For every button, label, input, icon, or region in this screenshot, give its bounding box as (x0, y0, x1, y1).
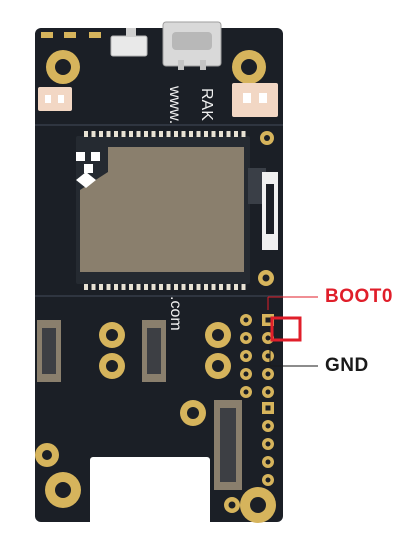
mount-hole-top-left-inner (55, 59, 71, 75)
module-pin (129, 131, 133, 137)
module-pin (151, 131, 156, 137)
module-pin (99, 284, 103, 290)
silkscreen-brand: RAK (198, 88, 215, 121)
module-shield (80, 147, 244, 272)
module-pin (99, 131, 103, 137)
module-pin (219, 131, 223, 137)
module-pin (84, 131, 88, 137)
silkscreen-suffix: .com (167, 296, 184, 331)
header-pin-hole (243, 317, 249, 323)
jst-pin (45, 95, 51, 103)
module-pin (136, 284, 141, 290)
module-pin (174, 284, 178, 290)
power-switch (110, 35, 148, 57)
module-pin (159, 284, 163, 290)
b2b-connector-left (37, 320, 61, 382)
jst-connector-right (232, 83, 278, 117)
module-pins-bottom (84, 284, 246, 290)
module-pin (241, 131, 246, 137)
module-pin (91, 131, 96, 137)
usb-pin (200, 60, 206, 70)
boot0-label: BOOT0 (325, 286, 393, 307)
module-pin (189, 284, 193, 290)
antenna-chip (248, 168, 266, 204)
qr-marker (76, 152, 85, 161)
header-pin-hole (243, 335, 249, 341)
module-pin (144, 131, 148, 137)
module-pin (234, 284, 238, 290)
module-pin (196, 131, 201, 137)
header-pin-hole (265, 423, 271, 429)
module-pin (166, 284, 171, 290)
module-pin (121, 131, 126, 137)
module-pin (174, 131, 178, 137)
module-pin (189, 131, 193, 137)
via-mid-right-inner (262, 274, 270, 282)
module-pin (181, 131, 186, 137)
board-cutout (90, 457, 210, 527)
b2b-connector-mid (142, 320, 166, 382)
header-pins (240, 314, 274, 486)
module-pin (211, 131, 216, 137)
module-pin (204, 131, 208, 137)
module-pin (219, 284, 223, 290)
jst-pin (243, 93, 251, 103)
module-pin (226, 131, 231, 137)
module-pin (181, 284, 186, 290)
header-pin-hole (265, 371, 271, 377)
header-pin-hole (265, 459, 271, 465)
header-pin-hole (265, 477, 271, 483)
module-pin (151, 284, 156, 290)
header-pin-hole (243, 371, 249, 377)
module-pin (204, 284, 208, 290)
mount-hole-top-right-inner (241, 59, 257, 75)
led-1 (41, 32, 53, 38)
pin1-marker (76, 172, 96, 188)
header-pin-hole (265, 317, 271, 323)
module-pin (136, 131, 141, 137)
jst-pin (259, 93, 267, 103)
gnd-label: GND (325, 355, 369, 376)
qr-marker (84, 164, 93, 173)
module-pin (114, 131, 118, 137)
jst-pin (58, 95, 64, 103)
module-pin (166, 131, 171, 137)
switch-knob (126, 28, 136, 36)
boot0-jumper (270, 316, 302, 342)
header-pin-hole (265, 389, 271, 395)
header-pin-hole (265, 441, 271, 447)
module-pin (106, 131, 111, 137)
via-top-right-inner (264, 135, 270, 141)
jst-connector-left (38, 87, 72, 111)
header-pin-hole (265, 405, 271, 411)
module-pin (144, 284, 148, 290)
b2b-connector-lower (214, 400, 242, 490)
header-pin-hole (265, 335, 271, 341)
module-pin (91, 284, 96, 290)
module-pin (226, 284, 231, 290)
led-3 (89, 32, 101, 38)
qr-marker (91, 152, 100, 161)
module-pin (211, 284, 216, 290)
antenna-connector-inner (266, 184, 274, 234)
module-pin (129, 284, 133, 290)
silkscreen-prefix: www. (166, 85, 183, 124)
header-pin-hole (265, 353, 271, 359)
module-pin (121, 284, 126, 290)
led-2 (64, 32, 76, 38)
module-pins-top (84, 131, 246, 137)
module-pin (114, 284, 118, 290)
module-pin (196, 284, 201, 290)
module-pin (106, 284, 111, 290)
module-pin (159, 131, 163, 137)
header-pin-hole (243, 389, 249, 395)
header-pin-hole (243, 353, 249, 359)
usb-pin (178, 60, 184, 70)
module-pin (234, 131, 238, 137)
module-pin (84, 284, 88, 290)
module-pin (241, 284, 246, 290)
gold-pads (35, 322, 276, 523)
usb-port (172, 32, 212, 50)
